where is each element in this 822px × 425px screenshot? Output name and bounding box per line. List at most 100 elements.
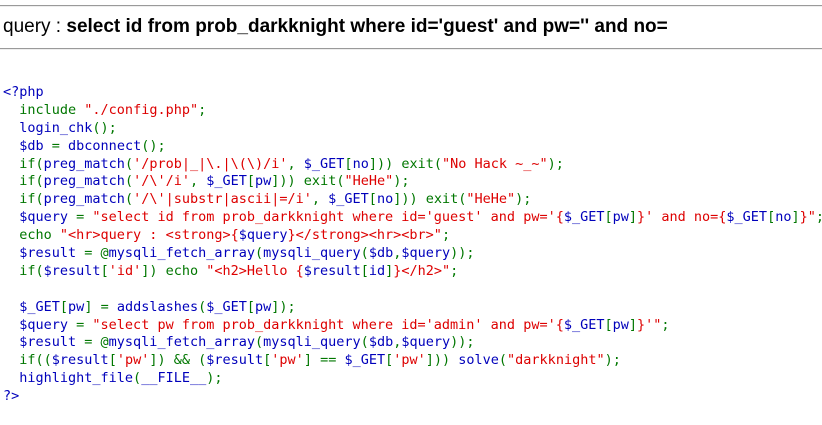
code-token: }" <box>799 209 816 226</box>
code-token: pw <box>612 316 629 333</box>
query-output: query : select id from prob_darkknight w… <box>3 16 668 38</box>
code-token: ] <box>385 262 394 279</box>
code-token: $query <box>3 316 77 333</box>
code-line: ?> <box>3 388 822 406</box>
code-token: "HeHe" <box>466 191 516 208</box>
code-token: }</strong><hr><br>" <box>287 227 442 244</box>
code-token: $_GET <box>3 298 60 315</box>
code-token: , <box>287 155 304 172</box>
code-token: "select id from prob_darkknight where id… <box>92 209 564 226</box>
code-token: )); <box>450 245 475 262</box>
code-token: ( <box>498 352 508 369</box>
code-token: $result <box>206 352 264 369</box>
code-token: $_GET <box>563 316 605 333</box>
code-token: = <box>76 316 93 333</box>
query-prefix: query : <box>3 16 67 37</box>
code-line: login_chk(); <box>3 120 822 138</box>
code-token: pw <box>255 298 272 315</box>
code-token: '/\'/i' <box>133 173 190 190</box>
code-line <box>3 281 822 299</box>
code-token: $query <box>238 227 288 244</box>
code-token: [ <box>246 298 256 315</box>
code-token: login_chk <box>3 119 93 136</box>
code-token: $db <box>368 334 394 351</box>
code-line: highlight_file(__FILE__); <box>3 370 822 388</box>
code-token: ])) <box>425 352 459 369</box>
code-token: ])) exit( <box>368 155 442 172</box>
code-token: ); <box>515 191 532 208</box>
code-token: if( <box>19 191 44 208</box>
code-token: , <box>189 173 207 190</box>
code-token: $db <box>3 137 52 154</box>
code-token: if( <box>19 155 44 172</box>
code-token <box>3 156 19 172</box>
code-token: [ <box>344 155 353 172</box>
code-token: if(( <box>19 352 52 369</box>
code-token: __FILE__ <box>141 370 207 387</box>
code-token: mysqli_fetch_array <box>108 245 255 262</box>
code-token: $_GET <box>206 173 247 190</box>
code-token: (); <box>92 119 117 136</box>
code-token: echo <box>19 227 60 244</box>
query-sql: select id from prob_darkknight where id=… <box>66 16 668 37</box>
code-line: if(preg_match('/\'|substr|ascii|=/i', $_… <box>3 191 822 209</box>
code-token: ])) exit( <box>271 173 345 190</box>
code-token: ( <box>254 245 264 262</box>
code-token: pw <box>68 298 85 315</box>
code-token: if( <box>19 262 44 279</box>
code-token: ] <box>791 209 800 226</box>
code-token: mysqli_query <box>263 245 361 262</box>
code-token: "<h2>Hello { <box>206 262 304 279</box>
code-token: $query <box>3 209 77 226</box>
code-token: 'pw' <box>393 352 426 369</box>
code-token: id <box>368 262 386 279</box>
code-token: $result <box>303 262 361 279</box>
code-token: [ <box>360 262 369 279</box>
code-token: 'pw' <box>116 352 150 369</box>
code-token: [ <box>108 352 117 369</box>
code-token: $query <box>401 245 451 262</box>
code-token: [ <box>59 298 69 315</box>
code-token: ; <box>661 316 670 333</box>
code-token <box>3 227 19 243</box>
code-token: (); <box>141 137 166 154</box>
code-token: preg_match <box>43 155 125 172</box>
code-token: ?> <box>3 388 20 405</box>
code-token: [ <box>767 209 776 226</box>
code-token: = <box>51 137 69 154</box>
highlighted-source-code: <?php include "./config.php"; login_chk(… <box>3 84 822 406</box>
code-token: ( <box>254 334 264 351</box>
code-token: "./config.php" <box>84 101 199 118</box>
code-token: , <box>393 334 402 351</box>
code-token: addslashes <box>116 298 199 315</box>
code-token: ] <box>628 316 638 333</box>
code-line: if(preg_match('/\'/i', $_GET[pw])) exit(… <box>3 173 822 191</box>
code-token: ( <box>360 245 369 262</box>
code-token: ( <box>360 334 369 351</box>
code-token: "HeHe" <box>344 173 394 190</box>
code-token: [ <box>385 352 394 369</box>
code-token: = @ <box>84 245 109 262</box>
code-token: 'pw' <box>271 352 304 369</box>
code-token: $result <box>3 245 85 262</box>
code-token: $_GET <box>328 191 369 208</box>
code-token: $result <box>3 334 85 351</box>
code-token: $_GET <box>726 209 768 226</box>
code-token: [ <box>604 316 613 333</box>
code-token: mysqli_query <box>263 334 361 351</box>
code-token: $db <box>368 245 394 262</box>
code-token: preg_match <box>43 173 125 190</box>
code-token: pw <box>612 209 629 226</box>
code-token: no <box>352 155 369 172</box>
code-token: ); <box>393 173 410 190</box>
code-token: ] == <box>303 352 345 369</box>
code-token: '/prob|_|\.|\(\)/i' <box>133 155 288 172</box>
code-line: include "./config.php"; <box>3 102 822 120</box>
code-token: highlight_file <box>3 370 134 387</box>
code-token: ; <box>816 209 822 225</box>
code-token <box>3 352 19 368</box>
code-token: mysqli_fetch_array <box>108 334 255 351</box>
code-token: [ <box>246 173 256 190</box>
horizontal-rule-top <box>0 5 822 7</box>
code-token: )); <box>450 334 475 351</box>
